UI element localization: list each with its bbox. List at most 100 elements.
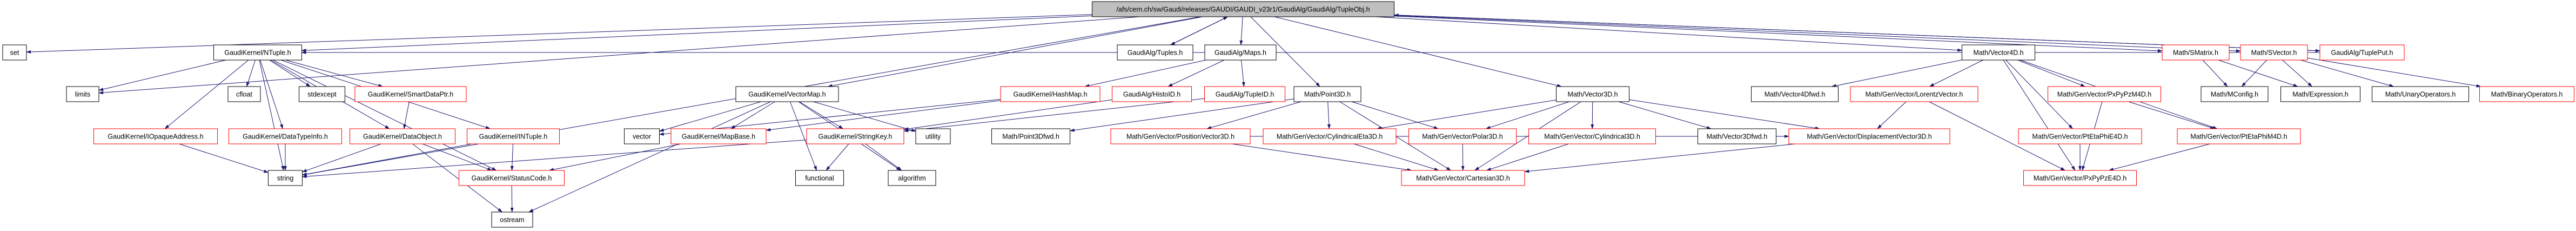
node-box-ptetaphim4d[interactable] — [2177, 128, 2301, 144]
graph-node-hashmap[interactable]: GaudiKernel/HashMap.h — [1000, 86, 1101, 102]
node-box-cartesian3d[interactable] — [1401, 170, 1525, 186]
graph-node-ptetaphim4d[interactable]: Math/GenVector/PtEtaPhiM4D.h — [2177, 128, 2301, 144]
include-edge-vectormap-to-stringkey — [799, 101, 844, 129]
graph-node-positionvector3d[interactable]: Math/GenVector/PositionVector3D.h — [1110, 128, 1251, 144]
node-box-smatrix[interactable] — [2162, 44, 2230, 61]
node-box-utility — [915, 128, 951, 144]
node-box-functional — [795, 170, 844, 186]
graph-node-cylindrical3d[interactable]: Math/GenVector/Cylindrical3D.h — [1528, 128, 1656, 144]
node-box-tupleid[interactable] — [1204, 86, 1285, 102]
graph-node-svector[interactable]: Math/SVector.h — [2240, 44, 2308, 61]
graph-node-dataobject[interactable]: GaudiKernel/DataObject.h — [350, 128, 455, 144]
node-box-mapbase[interactable] — [670, 128, 767, 144]
node-box-hashmap[interactable] — [1000, 86, 1101, 102]
graph-node-pxpypzm4d[interactable]: Math/GenVector/PxPyPzM4D.h — [2048, 86, 2161, 102]
node-label-string: string — [277, 175, 294, 182]
node-label-point3d: Math/Point3D.h — [1304, 91, 1351, 98]
node-label-vector: vector — [633, 133, 651, 141]
node-box-stringkey[interactable] — [806, 128, 904, 144]
include-edge-main-to-limits — [98, 16, 1140, 95]
node-label-smartdataptr: GaudiKernel/SmartDataPtr.h — [368, 91, 453, 98]
graph-node-limits: limits — [66, 86, 99, 102]
node-box-cylindrical3d[interactable] — [1528, 128, 1656, 144]
graph-node-vector: vector — [624, 128, 660, 144]
node-box-binaryops[interactable] — [2479, 86, 2574, 102]
include-edge-ntuple-to-smartdataptr — [285, 60, 384, 87]
graph-node-maps: GaudiAlg/Maps.h — [1204, 44, 1277, 61]
graph-node-string: string — [268, 170, 303, 186]
include-edge-vector4d-to-lorentzvector — [1929, 60, 1983, 87]
graph-node-smartdataptr[interactable]: GaudiKernel/SmartDataPtr.h — [354, 86, 467, 102]
include-edge-vector3d-to-vector3dfwd — [1618, 101, 1712, 129]
include-edge-maps-to-histoid — [1168, 60, 1225, 87]
node-label-vectormap: GaudiKernel/VectorMap.h — [748, 91, 826, 98]
graph-node-cylindricaleta3d[interactable]: Math/GenVector/CylindricalEta3D.h — [1263, 128, 1397, 144]
node-box-mconfig — [2201, 86, 2269, 102]
graph-node-smatrix[interactable]: Math/SMatrix.h — [2162, 44, 2230, 61]
graph-node-vector3d: Math/Vector3D.h — [1556, 86, 1629, 102]
graph-node-binaryops[interactable]: Math/BinaryOperators.h — [2479, 86, 2574, 102]
node-box-positionvector3d[interactable] — [1110, 128, 1251, 144]
node-box-string — [268, 170, 303, 186]
node-box-datatypeinfo[interactable] — [229, 128, 342, 144]
include-edge-main-to-vectormap — [827, 16, 1203, 88]
graph-node-tupleid[interactable]: GaudiAlg/TupleID.h — [1204, 86, 1285, 102]
graph-node-vector4d: Math/Vector4D.h — [1962, 44, 2035, 61]
node-box-displacementvector3d[interactable] — [1788, 128, 1950, 144]
graph-node-pxpypze4d[interactable]: Math/GenVector/PxPyPzE4D.h — [2023, 170, 2137, 186]
graph-node-set: set — [2, 44, 27, 61]
include-edge-vectormap-to-utility — [813, 101, 916, 132]
graph-node-lorentzvector[interactable]: Math/GenVector/LorentzVector.h — [1850, 86, 1978, 102]
node-label-dataobject: GaudiKernel/DataObject.h — [363, 133, 442, 141]
graph-node-stringkey[interactable]: GaudiKernel/StringKey.h — [806, 128, 904, 144]
node-box-iopaque[interactable] — [93, 128, 218, 144]
node-label-algorithm: algorithm — [898, 175, 925, 182]
node-label-cylindricaleta3d: Math/GenVector/CylindricalEta3D.h — [1277, 133, 1383, 141]
graph-node-vector4dfwd: Math/Vector4Dfwd.h — [1751, 86, 1839, 102]
node-box-statuscode[interactable] — [459, 170, 565, 186]
node-label-lorentzvector: Math/GenVector/LorentzVector.h — [1866, 91, 1963, 98]
node-box-ptetaphie4d[interactable] — [2018, 128, 2142, 144]
node-label-hashmap: GaudiKernel/HashMap.h — [1014, 91, 1088, 98]
node-box-cylindricaleta3d[interactable] — [1263, 128, 1397, 144]
node-box-intuple[interactable] — [467, 128, 560, 144]
node-box-dataobject[interactable] — [350, 128, 455, 144]
graph-node-ptetaphie4d[interactable]: Math/GenVector/PtEtaPhiE4D.h — [2018, 128, 2142, 144]
node-box-vector4d — [1962, 44, 2035, 61]
node-box-histoid[interactable] — [1112, 86, 1192, 102]
graph-node-tupleput[interactable]: GaudiAlg/TuplePut.h — [2319, 44, 2405, 61]
graph-node-datatypeinfo[interactable]: GaudiKernel/DataTypeInfo.h — [229, 128, 342, 144]
graph-node-cartesian3d[interactable]: Math/GenVector/Cartesian3D.h — [1401, 170, 1525, 186]
graph-node-intuple[interactable]: GaudiKernel/INTuple.h — [467, 128, 560, 144]
include-edge-point3d-to-positionvector3d — [1206, 101, 1302, 129]
node-box-pxpypze4d[interactable] — [2023, 170, 2137, 186]
graph-node-displacementvector3d[interactable]: Math/GenVector/DisplacementVector3D.h — [1788, 128, 1950, 144]
graph-node-histoid[interactable]: GaudiAlg/HistoID.h — [1112, 86, 1192, 102]
node-label-unaryops: Math/UnaryOperators.h — [2385, 91, 2456, 98]
graph-node-mapbase[interactable]: GaudiKernel/MapBase.h — [670, 128, 767, 144]
include-edge-vector3d-to-cylindrical3d — [1591, 101, 1594, 129]
node-box-svector[interactable] — [2240, 44, 2308, 61]
node-label-expression: Math/Expression.h — [2292, 91, 2349, 98]
include-edge-vectormap-to-functional — [789, 101, 817, 171]
include-edge-vector3d-to-cylindricaleta3d — [1376, 100, 1557, 130]
node-label-vector4dfwd: Math/Vector4Dfwd.h — [1765, 91, 1826, 98]
include-edge-vector3d-to-cartesian3d — [1474, 101, 1581, 171]
node-label-svector: Math/SVector.h — [2251, 49, 2297, 57]
include-edge-pxpypzm4d-to-ptetaphim4d — [2128, 101, 2216, 129]
node-box-vector3dfwd — [1698, 128, 1776, 144]
node-box-polar3d[interactable] — [1408, 128, 1517, 144]
node-box-tupleput[interactable] — [2319, 44, 2405, 61]
include-edge-iopaque-to-string — [179, 143, 269, 173]
include-edge-smatrix-to-mconfig — [2202, 60, 2228, 87]
graph-node-statuscode[interactable]: GaudiKernel/StatusCode.h — [459, 170, 565, 186]
node-label-tupleid: GaudiAlg/TupleID.h — [1216, 91, 1274, 98]
graph-node-ntuple: GaudiKernel/NTuple.h — [213, 44, 302, 61]
node-box-smartdataptr[interactable] — [354, 86, 467, 102]
node-box-lorentzvector[interactable] — [1850, 86, 1978, 102]
node-label-cfloat: cfloat — [236, 91, 252, 98]
graph-node-iopaque[interactable]: GaudiKernel/IOpaqueAddress.h — [93, 128, 218, 144]
node-box-pxpypzm4d[interactable] — [2048, 86, 2161, 102]
graph-node-polar3d[interactable]: Math/GenVector/Polar3D.h — [1408, 128, 1517, 144]
